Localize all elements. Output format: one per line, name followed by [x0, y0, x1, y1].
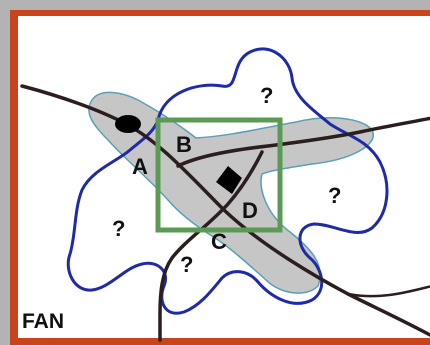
boundary-line: [66, 47, 389, 315]
label-c: C: [211, 229, 227, 254]
unknown-mark: ?: [328, 183, 341, 208]
oval-marker: [115, 115, 141, 133]
road-south: [158, 150, 264, 342]
label-d: D: [242, 198, 258, 223]
road-east-south: [346, 285, 430, 298]
focus-box: [155, 117, 283, 233]
road-east: [176, 116, 430, 168]
label-a: A: [132, 154, 148, 179]
unknown-mark: ?: [260, 83, 273, 108]
unknown-mark: ?: [112, 216, 125, 241]
unknown-mark: ?: [180, 252, 193, 277]
diamond-marker: [216, 166, 242, 194]
label-b: B: [176, 132, 192, 157]
diagram-title: FAN: [22, 310, 64, 333]
